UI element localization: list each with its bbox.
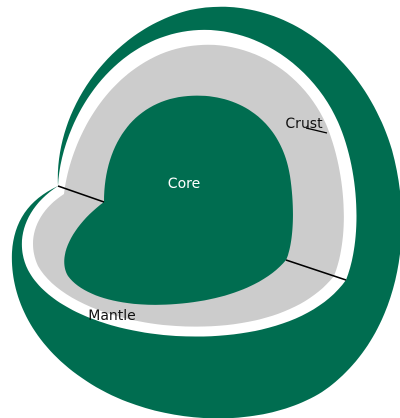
crust-boundary-line-left: [57, 185, 105, 203]
crust-boundary-line-right: [285, 259, 347, 281]
crust-pointer: [305, 127, 328, 134]
core-label: Core: [168, 176, 200, 192]
mantle-label: Mantle: [88, 308, 136, 324]
core-layer: [64, 95, 293, 305]
crust-label: Crust: [285, 116, 323, 132]
